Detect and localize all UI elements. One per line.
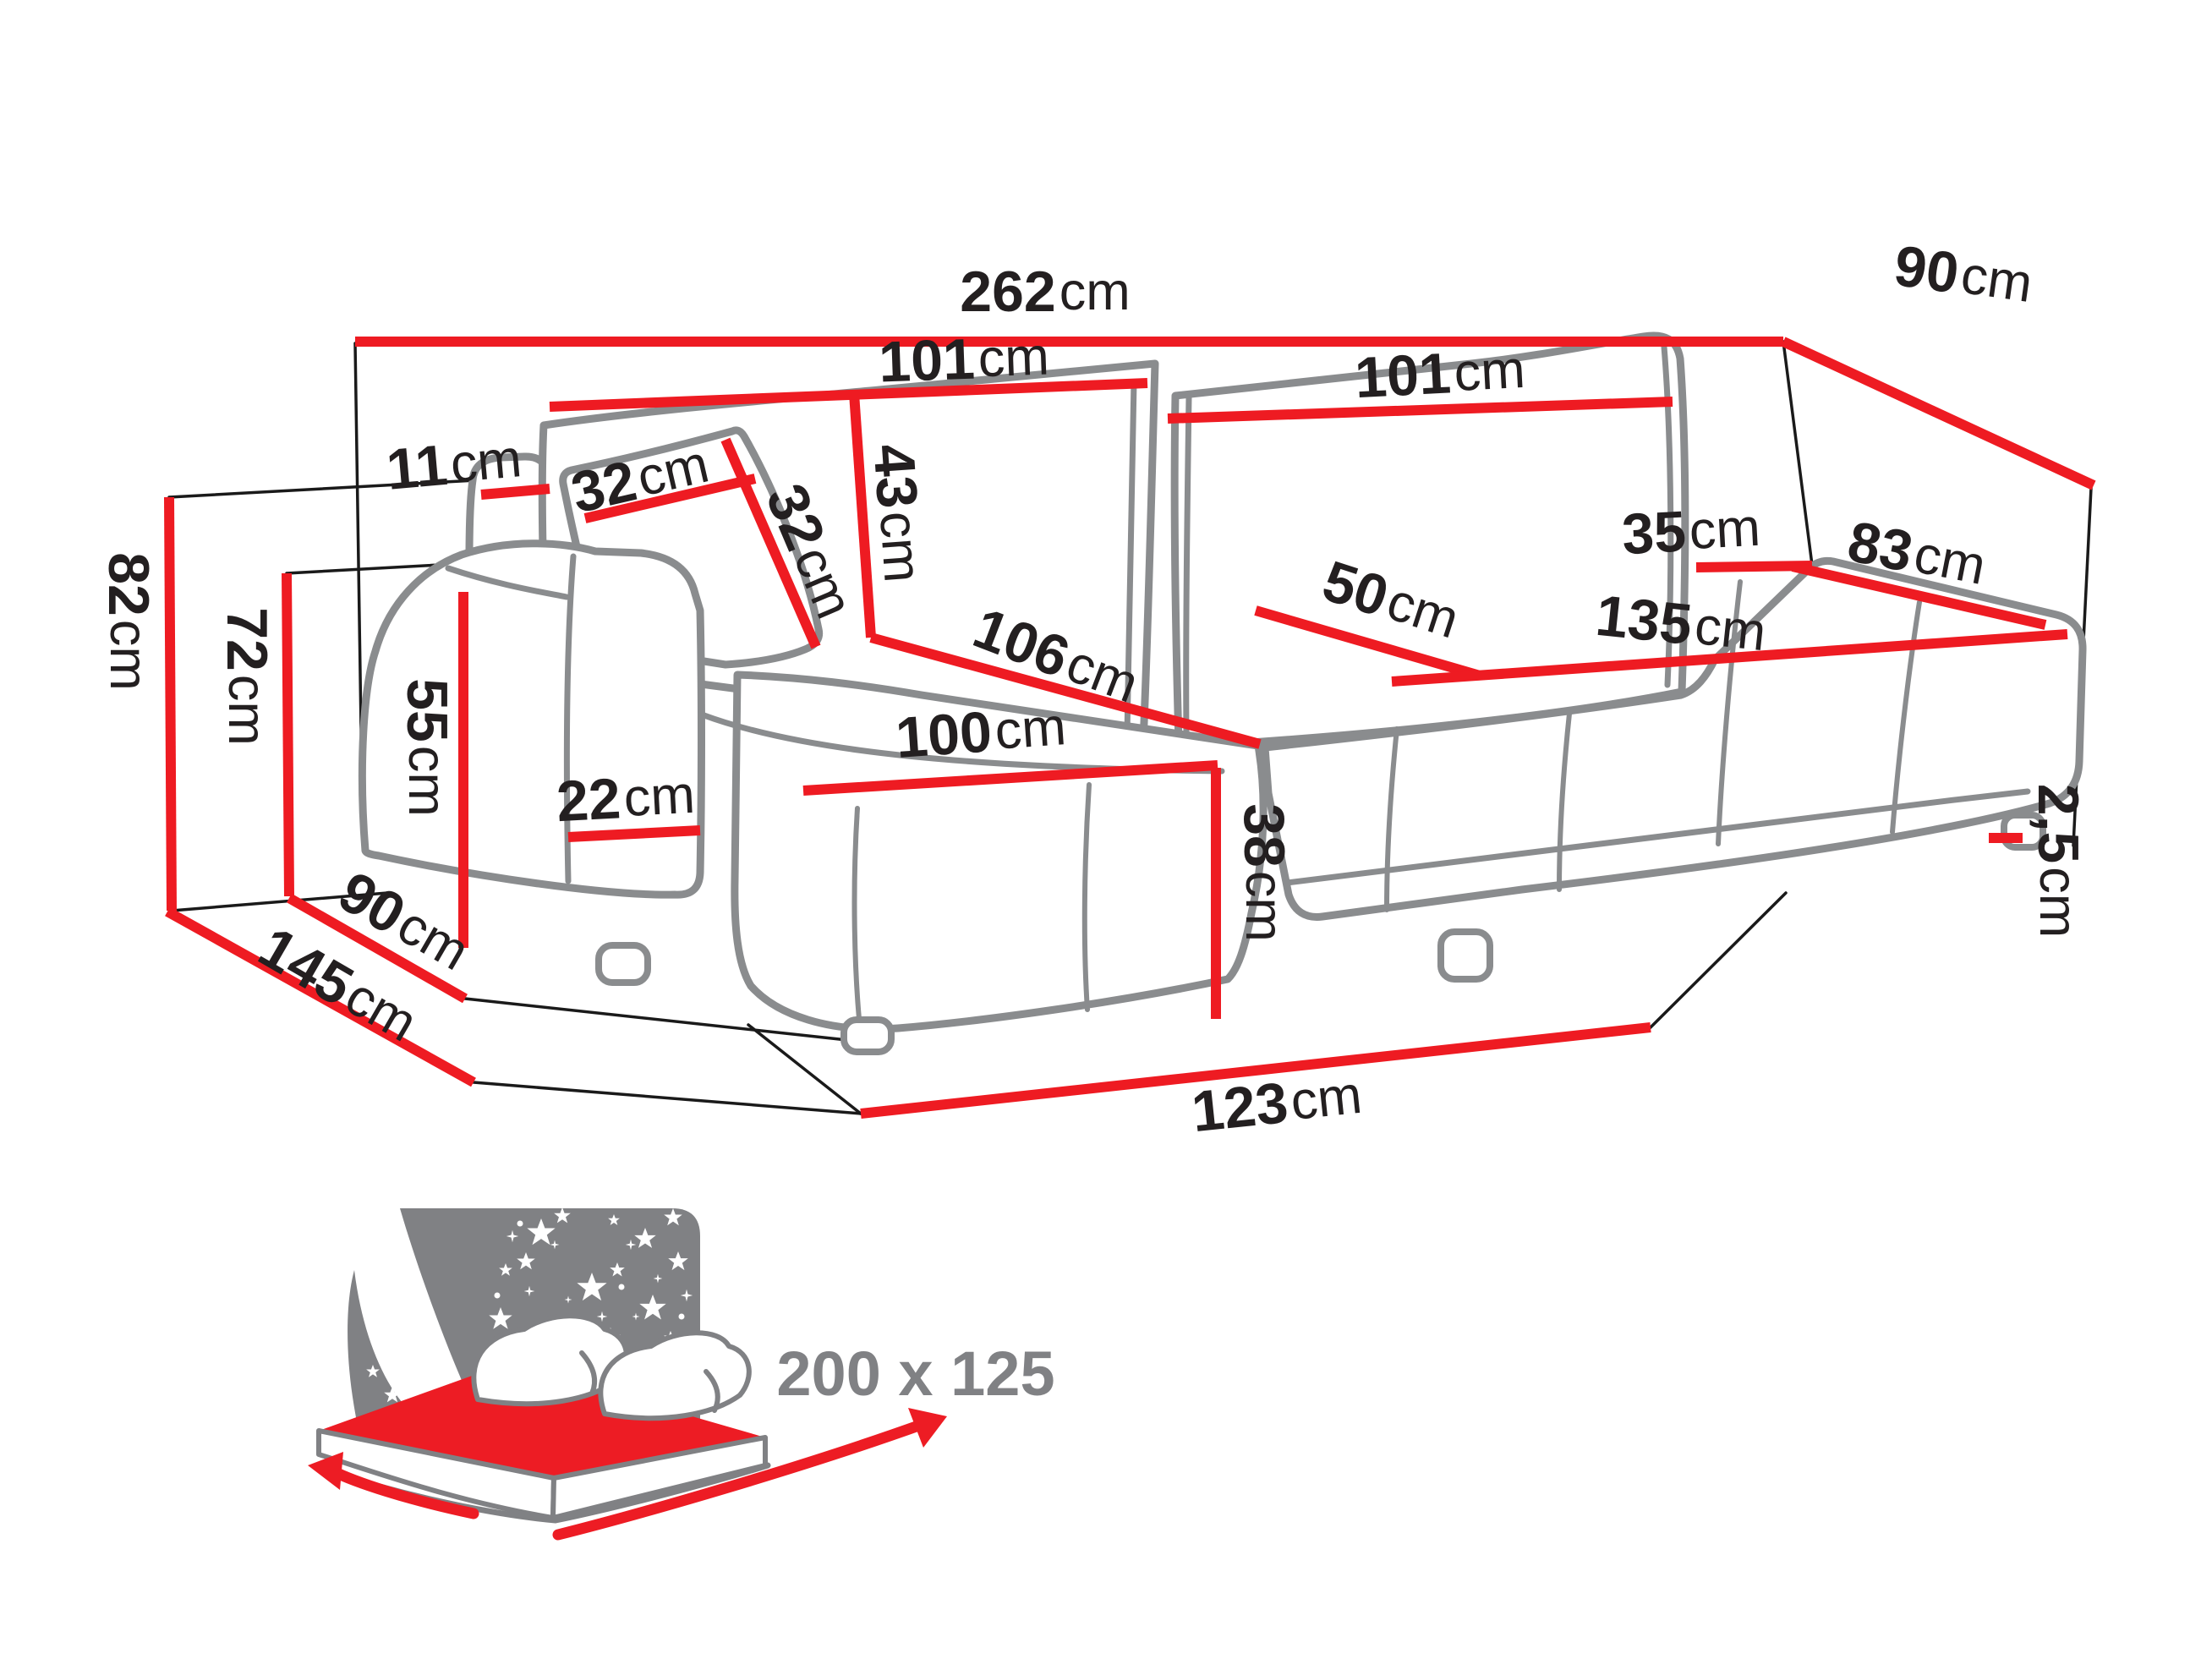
star-dot <box>494 1292 501 1299</box>
dim-line-chaise-seat-width <box>802 760 1218 796</box>
extension-floor-145 <box>472 1081 862 1115</box>
dim-label-height-total: 82cm <box>96 552 161 691</box>
dim-line-chaise-floor-length <box>860 1022 1651 1119</box>
dim-line-corner-seat-depth <box>1254 605 1481 681</box>
dim-label-width-total: 262cm <box>960 260 1130 324</box>
leg-armrest <box>595 942 651 986</box>
right-seat-seam-3 <box>1716 579 1743 846</box>
dim-label-corner-seat-width: 83cm <box>1842 509 1990 599</box>
right-seat-seam-4 <box>1890 600 1922 835</box>
extension-floor-back <box>170 891 389 912</box>
chaise-seam-2 <box>1081 782 1092 1012</box>
dim-label-backrest-right-width: 101cm <box>1353 337 1526 410</box>
star-dot <box>678 1313 685 1320</box>
dim-label-backrest-end-thickness: 11cm <box>384 426 524 502</box>
dim-label-armrest-front-width: 22cm <box>555 763 696 834</box>
backrest-right-left-edge-line <box>1183 394 1192 737</box>
dim-label-leg-height: 2,5cm <box>2026 784 2090 939</box>
dim-line-depth-right <box>1781 337 2096 490</box>
sofa-bed-sleeping-icon: 200 x 125 <box>308 1207 1055 1541</box>
dim-line-backrest-right-width <box>1167 397 1673 424</box>
extension-123-left <box>747 1023 862 1115</box>
dim-label-seat-height: 38cm <box>1232 803 1296 942</box>
dim-label-chaise-floor-length: 123cm <box>1189 1063 1365 1145</box>
dim-line-pillow-height <box>720 437 821 649</box>
right-seat-seam-1 <box>1384 726 1399 912</box>
star-dot <box>618 1284 625 1290</box>
bed-pillow-right <box>598 1330 752 1421</box>
dim-label-height-seatback: 72cm <box>215 607 279 746</box>
dim-label-backrest-height: 43cm <box>861 442 934 585</box>
dim-label-depth-right: 90cm <box>1891 233 2037 316</box>
armrest <box>358 539 705 899</box>
dim-line-backrest-left-width <box>549 378 1148 412</box>
star-dot <box>517 1220 523 1227</box>
dim-label-backrest-left-width: 101cm <box>878 325 1050 395</box>
armrest-front-left-edge <box>563 553 577 884</box>
right-seat-front-fold <box>1284 788 2031 886</box>
leg-middle <box>1437 928 1493 983</box>
bed-arrow-right <box>552 1418 929 1541</box>
armrest-top-inner-edge <box>445 565 570 600</box>
dim-line-backrest-height <box>849 392 876 638</box>
dim-line-chaise-seat-depth <box>869 632 1262 749</box>
extension-floor-90 <box>463 997 849 1042</box>
bed-arrow-left-head <box>308 1452 343 1490</box>
dim-line-chaise-total-depth <box>165 906 476 1087</box>
dim-label-corner-back-gap: 35cm <box>1620 496 1761 567</box>
dim-label-chaise-seat-width: 100cm <box>894 694 1068 770</box>
bed-pillow-left <box>471 1313 630 1407</box>
backrest-left-edge-line <box>1124 379 1137 737</box>
extension-123-right <box>1649 891 1788 1029</box>
dim-line-armrest-front-width <box>567 825 701 842</box>
extension-corner-vertical <box>1782 340 1814 567</box>
dim-line-right-seat-width <box>1391 629 2068 687</box>
bed-pillow-right-crease <box>704 1369 720 1413</box>
chaise-seam-1 <box>851 806 863 1039</box>
bed-mattress-top <box>319 1363 765 1478</box>
bed-pillow-left-crease <box>579 1350 597 1396</box>
seat-section-chaise <box>731 671 1268 1033</box>
dim-line-height-total <box>164 496 177 912</box>
dimension-lines <box>164 337 2096 1119</box>
sleeping-area-label: 200 x 125 <box>776 1339 1054 1409</box>
dim-line-corner-seat-width <box>1791 561 2047 630</box>
dim-line-backrest-end-thickness <box>480 484 550 500</box>
leg-chaise-front <box>840 1016 895 1055</box>
dim-line-depth-left <box>287 893 468 1004</box>
dim-label-right-seat-width: 135cm <box>1593 583 1769 665</box>
right-seat-seam-2 <box>1557 711 1572 892</box>
icon-bed <box>308 1313 947 1541</box>
dim-line-pillow-width <box>583 474 757 523</box>
dim-line-height-seatback <box>282 572 294 897</box>
dim-label-armrest-height: 55cm <box>395 678 459 817</box>
bed-arrow-right-head <box>908 1408 947 1448</box>
backrest-right-right-edge-line <box>1661 343 1674 688</box>
